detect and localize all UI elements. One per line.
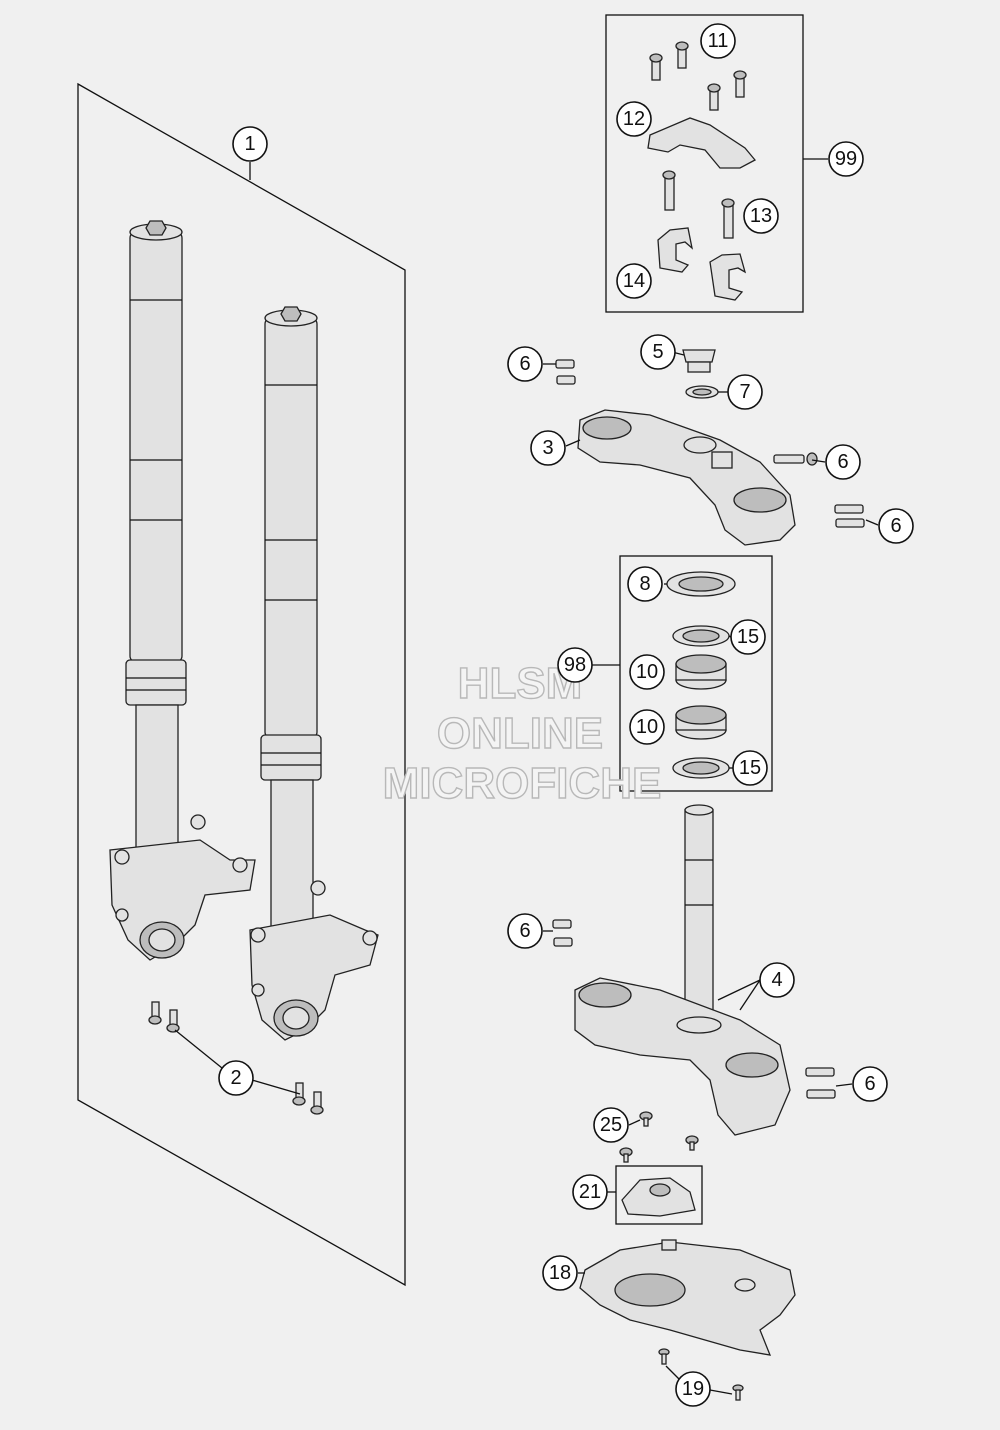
callout-7: 7	[727, 374, 763, 410]
right-fork-leg	[249, 306, 379, 1041]
callout-label: 21	[579, 1181, 601, 1203]
callout-6: 6	[878, 508, 914, 544]
callout-1: 1	[232, 126, 268, 162]
callout-15: 15	[730, 619, 766, 655]
callout-label: 14	[623, 270, 645, 292]
callout-label: 12	[623, 108, 645, 130]
callout-label: 6	[519, 353, 530, 375]
callout-98: 98	[557, 647, 593, 683]
callout-label: 7	[739, 381, 750, 403]
callout-label: 3	[542, 437, 553, 459]
callout-label: 4	[771, 969, 782, 991]
callout-3: 3	[530, 430, 566, 466]
callout-label: 1	[244, 133, 255, 155]
callout-6: 6	[507, 913, 543, 949]
callout-2: 2	[218, 1060, 254, 1096]
callout-label: 15	[739, 757, 761, 779]
callout-10: 10	[629, 654, 665, 690]
callout-6: 6	[852, 1066, 888, 1102]
callout-10: 10	[629, 709, 665, 745]
callout-label: 6	[864, 1073, 875, 1095]
callout-label: 18	[549, 1262, 571, 1284]
callout-label: 8	[639, 573, 650, 595]
callout-14: 14	[616, 263, 652, 299]
lower-triple-clamp	[552, 804, 836, 1136]
callout-4: 4	[759, 962, 795, 998]
callout-13: 13	[743, 198, 779, 234]
callout-label: 25	[600, 1114, 622, 1136]
callout-8: 8	[627, 566, 663, 602]
callout-6: 6	[507, 346, 543, 382]
watermark-line-3: MICROFICHE	[383, 759, 662, 808]
cover-assembly	[615, 1111, 703, 1225]
callout-18: 18	[542, 1255, 578, 1291]
callout-label: 6	[519, 920, 530, 942]
watermark-line-2: ONLINE	[437, 709, 603, 758]
callout-label: 6	[837, 451, 848, 473]
callout-11: 11	[700, 23, 736, 59]
callout-25: 25	[593, 1107, 629, 1143]
callout-19: 19	[675, 1371, 711, 1407]
callout-label: 2	[230, 1067, 241, 1089]
fork-guard-plate	[579, 1239, 796, 1401]
callout-21: 21	[572, 1174, 608, 1210]
upper-triple-clamp	[555, 349, 865, 546]
callout-label: 98	[564, 654, 586, 676]
callout-label: 11	[708, 30, 729, 52]
callout-label: 19	[682, 1378, 704, 1400]
callout-15: 15	[732, 750, 768, 786]
callout-label: 5	[652, 341, 663, 363]
callout-label: 10	[636, 661, 658, 683]
left-fork-leg	[109, 220, 256, 961]
callout-6: 6	[825, 444, 861, 480]
callout-label: 10	[636, 716, 658, 738]
callout-label: 99	[835, 148, 857, 170]
callout-label: 15	[737, 626, 759, 648]
callout-12: 12	[616, 101, 652, 137]
callout-label: 6	[890, 515, 901, 537]
callout-5: 5	[640, 334, 676, 370]
callout-label: 13	[750, 205, 772, 227]
fork-assembly-frame	[77, 82, 406, 1287]
callout-99: 99	[828, 141, 864, 177]
axle-clamp-screws	[148, 1001, 324, 1115]
handlebar-clamp-kit-box	[605, 14, 828, 313]
